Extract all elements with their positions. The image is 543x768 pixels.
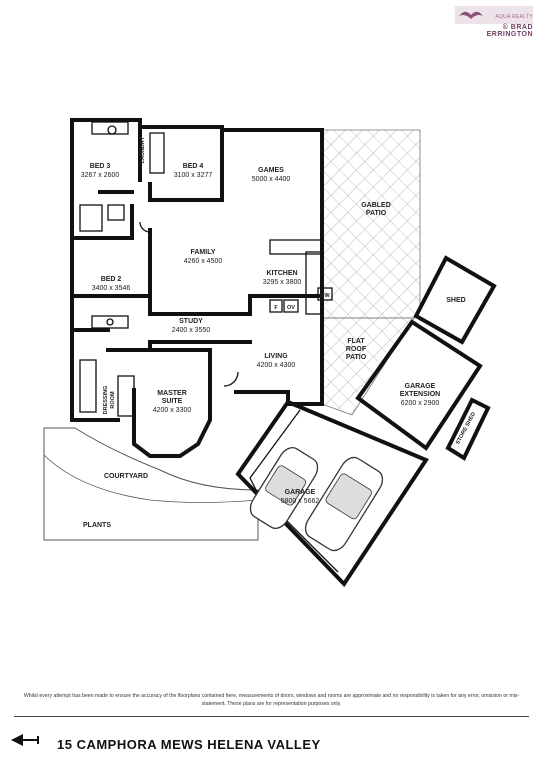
dressing-room-label-1: DRESSING [103,386,109,415]
gabled-patio-label-1: GABLED [361,202,391,209]
photographer-credit: © BRAD ERRINGTON [486,24,533,38]
bed4-label: BED 4 [183,163,204,170]
dishwasher-label: DW [320,293,330,299]
games-label: GAMES [258,167,284,174]
bed3-label: BED 3 [90,163,111,170]
kitchen-label: KITCHEN [266,270,297,277]
store-shed-block [445,397,491,461]
living-label: LIVING [264,353,288,360]
disclaimer-text: Whilst every attempt has been made to en… [23,693,520,707]
laundry-label: LAUNDRY [140,136,146,163]
master-suite-label-2: SUITE [162,398,183,405]
oven-label: OV [287,305,295,311]
bed3-dims: 3267 x 2600 [81,172,120,179]
bed2-dims: 3400 x 3546 [92,285,131,292]
living-dims: 4200 x 4300 [257,362,296,369]
garage-extension-label-1: GARAGE [405,383,436,390]
fridge-label: F [274,305,278,311]
bird-logo-icon [455,6,533,24]
car-icon [249,446,319,530]
garage-extension-block [355,319,483,451]
courtyard-area [43,427,259,541]
master-suite-dims: 4200 x 3300 [153,407,192,414]
courtyard-label: COURTYARD [104,473,148,480]
kitchen-dims: 3295 x 3800 [263,279,302,286]
master-suite-label-1: MASTER [157,390,187,397]
bed2-label: BED 2 [101,276,122,283]
flat-roof-patio-label-2: ROOF [346,346,367,353]
family-dims: 4260 x 4500 [184,258,223,265]
garage-dims: 5800 x 5662 [281,498,320,505]
garage-label: GARAGE [285,489,316,496]
divider [14,716,529,717]
property-address: 15 CAMPHORA MEWS HELENA VALLEY [57,737,321,752]
dressing-room-label-2: ROOM [110,391,116,409]
bed4-dims: 3100 x 3277 [174,172,213,179]
agency-logo: AQUA REALTY © BRAD ERRINGTON [455,6,533,38]
car-icon [304,456,384,552]
study-dims: 2400 x 3550 [172,327,211,334]
kitchen-fixtures [269,287,333,313]
agency-name: AQUA REALTY [495,14,533,20]
flat-roof-patio-label-3: PATIO [346,354,367,361]
garage-block [235,399,429,588]
games-dims: 5000 x 4400 [252,176,291,183]
flat-roof-patio-label-1: FLAT [347,338,365,345]
shed-label: SHED [446,297,465,304]
shed-block [413,255,497,345]
interior-details [79,121,323,417]
family-label: FAMILY [190,249,215,256]
garage-extension-dims: 6200 x 2900 [401,400,440,407]
gabled-patio-label-2: PATIO [366,210,387,217]
gabled-patio-area [321,129,421,319]
garage-extension-label-2: EXTENSION [400,391,440,398]
north-arrow-icon [11,734,39,746]
plants-label: PLANTS [83,522,111,529]
study-label: STUDY [179,318,203,325]
